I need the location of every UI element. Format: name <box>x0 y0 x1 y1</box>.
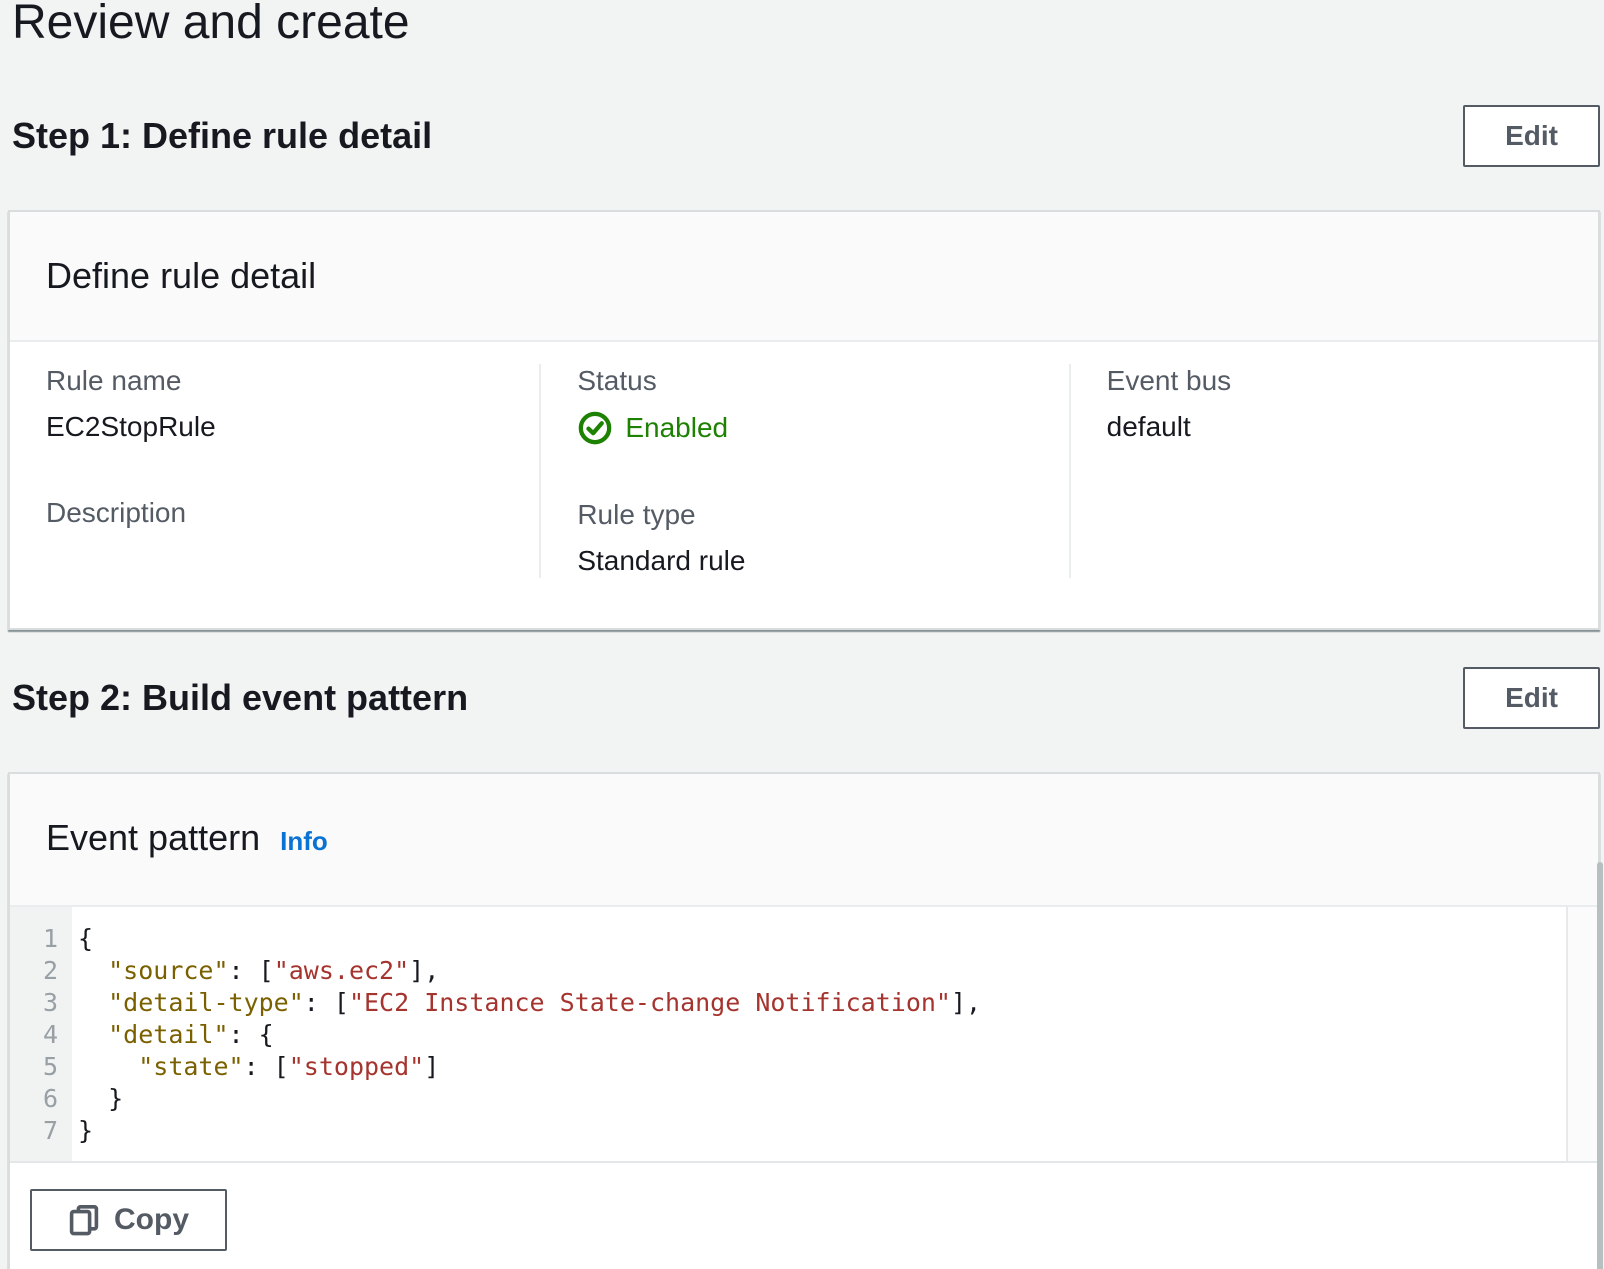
line-number: 3 <box>42 988 58 1017</box>
step1-edit-button[interactable]: Edit <box>1463 105 1600 167</box>
copy-icon <box>69 1204 99 1236</box>
field-rule-type: Rule type Standard rule <box>577 498 1068 578</box>
step2-edit-button[interactable]: Edit <box>1463 667 1600 729</box>
define-rule-detail-card-body: Rule name EC2StopRule Description Status <box>10 342 1598 628</box>
event-pattern-card-header: Event pattern Info <box>10 774 1598 907</box>
line-number: 7 <box>42 1116 58 1145</box>
rule-type-label: Rule type <box>577 499 696 530</box>
code-line: } <box>78 1116 94 1145</box>
copy-button-label: Copy <box>114 1203 189 1236</box>
line-number: 5 <box>42 1052 58 1081</box>
status-label: Status <box>577 365 657 396</box>
step2-header-row: Step 2: Build event pattern Edit <box>8 666 1600 730</box>
event-bus-label: Event bus <box>1106 365 1232 396</box>
field-status: Status Enabled <box>577 364 1068 446</box>
line-number: 4 <box>42 1020 58 1049</box>
rule-name-value: EC2StopRule <box>46 411 216 442</box>
description-label: Description <box>46 497 187 528</box>
line-number: 6 <box>42 1084 58 1113</box>
page-title: Review and create <box>12 0 410 49</box>
event-pattern-card-title: Event pattern Info <box>46 812 1562 867</box>
rule-type-value: Standard rule <box>577 545 746 576</box>
event-pattern-card-footer: Copy <box>10 1163 1598 1269</box>
event-pattern-card: Event pattern Info 1 2 3 4 5 6 7 { "source": [… <box>8 772 1600 1269</box>
code-line: { <box>78 924 94 953</box>
check-circle-icon <box>579 411 612 445</box>
info-link[interactable]: Info <box>280 826 328 856</box>
rule-name-label: Rule name <box>46 365 182 396</box>
code-content: { "source": ["aws.ec2"], "detail-type": … <box>72 907 1598 1161</box>
step1-heading: Step 1: Define rule detail <box>12 115 433 156</box>
code-line: "source": ["aws.ec2"], <box>108 956 440 985</box>
field-event-bus: Event bus default <box>1107 364 1598 444</box>
step2-heading: Step 2: Build event pattern <box>12 677 469 718</box>
status-value: Enabled <box>577 410 1068 446</box>
define-rule-detail-card-header: Define rule detail <box>10 212 1598 342</box>
event-pattern-code-block: 1 2 3 4 5 6 7 { "source": ["aws.ec2"], "detail… <box>10 907 1598 1163</box>
step1-header-row: Step 1: Define rule detail Edit <box>8 104 1600 168</box>
event-pattern-title-text: Event pattern <box>46 817 261 858</box>
line-number: 2 <box>42 956 58 985</box>
code-line: "state": ["stopped"] <box>138 1052 440 1081</box>
define-rule-detail-card: Define rule detail Rule name EC2StopRule… <box>8 210 1600 630</box>
code-scrollbar-track[interactable] <box>1566 907 1598 1161</box>
copy-button[interactable]: Copy <box>30 1189 227 1251</box>
event-bus-value: default <box>1106 411 1191 442</box>
define-rule-detail-card-title: Define rule detail <box>46 255 317 296</box>
field-description: Description <box>46 496 539 530</box>
code-line: "detail-type": ["EC2 Instance State-chan… <box>108 988 982 1017</box>
column-rule-name: Rule name EC2StopRule Description <box>10 364 539 578</box>
page-scrollbar-thumb[interactable] <box>1597 862 1603 1269</box>
code-line: "detail": { <box>108 1020 274 1049</box>
line-number: 1 <box>42 924 58 953</box>
column-event-bus: Event bus default <box>1068 364 1598 578</box>
field-rule-name: Rule name EC2StopRule <box>46 364 539 444</box>
column-status: Status Enabled Rule type Standard rule <box>539 364 1068 578</box>
code-gutter: 1 2 3 4 5 6 7 <box>10 907 72 1161</box>
status-enabled-text: Enabled <box>625 412 729 443</box>
code-line: } <box>78 1084 124 1113</box>
